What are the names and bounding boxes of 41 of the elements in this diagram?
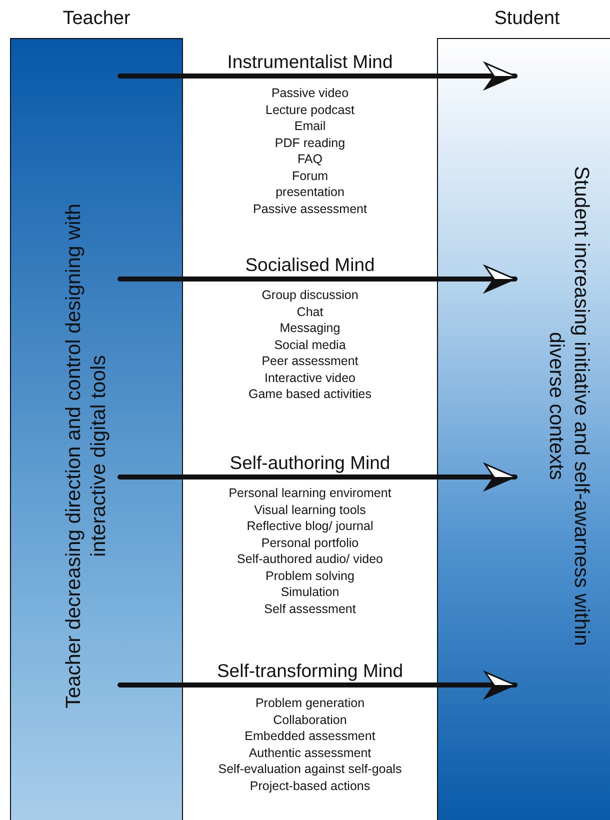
list-item: Chat: [296, 304, 324, 318]
list-item: Simulation: [280, 585, 340, 599]
list-item: Problem generation: [254, 696, 366, 710]
edge-label: Instrumentalist Mind: [226, 51, 394, 73]
list-item: Game based activities: [248, 387, 372, 401]
list-item: Personal learning enviroment: [228, 486, 392, 500]
list-item: Embedded assessment: [244, 729, 376, 743]
list-item: Collaboration: [272, 712, 348, 726]
list-item: Project-based actions: [248, 778, 372, 792]
arrow: [118, 671, 518, 699]
list-item: Peer assessment: [260, 354, 360, 368]
column-heading: Teacher: [62, 8, 130, 30]
list-item: Authentic assessment: [248, 746, 372, 760]
vertical-caption: Student increasing initiative and self-awarness within diverse contexts: [544, 165, 594, 648]
arrow: [118, 265, 518, 293]
list-item: Self-evaluation against self-goals: [217, 762, 403, 776]
list-item: Interactive video: [263, 370, 357, 384]
list-item: Social media: [273, 338, 347, 352]
list-item: Passive assessment: [252, 202, 368, 216]
arrow: [118, 463, 518, 491]
list-item: Self assessment: [263, 602, 357, 616]
list-item: PDF reading: [274, 136, 346, 150]
list-item: Messaging: [278, 321, 342, 335]
list-item: Visual learning tools: [253, 502, 367, 516]
list-item: Self-authored audio/ video: [236, 552, 384, 566]
list-item: Personal portfolio: [260, 536, 360, 550]
arrow: [118, 62, 518, 90]
list-item: Reflective blog/ journal: [246, 519, 374, 533]
list-item: FAQ: [296, 152, 324, 166]
list-item: Group discussion: [260, 288, 360, 302]
vertical-caption: Teacher decreasing direction and control designing with interactive digital tools: [61, 202, 111, 710]
list-item: Passive video: [270, 86, 350, 100]
list-item: Problem solving: [264, 568, 356, 582]
edge-label: Socialised Mind: [244, 254, 376, 276]
column-heading: Student: [494, 8, 560, 30]
list-item: Lecture podcast: [264, 102, 356, 116]
list-item: Forum: [290, 168, 330, 182]
list-item: Email: [293, 119, 327, 133]
edge-label: Self-transforming Mind: [216, 660, 404, 682]
list-item: presentation: [274, 185, 346, 199]
edge-label: Self-authoring Mind: [228, 452, 392, 474]
